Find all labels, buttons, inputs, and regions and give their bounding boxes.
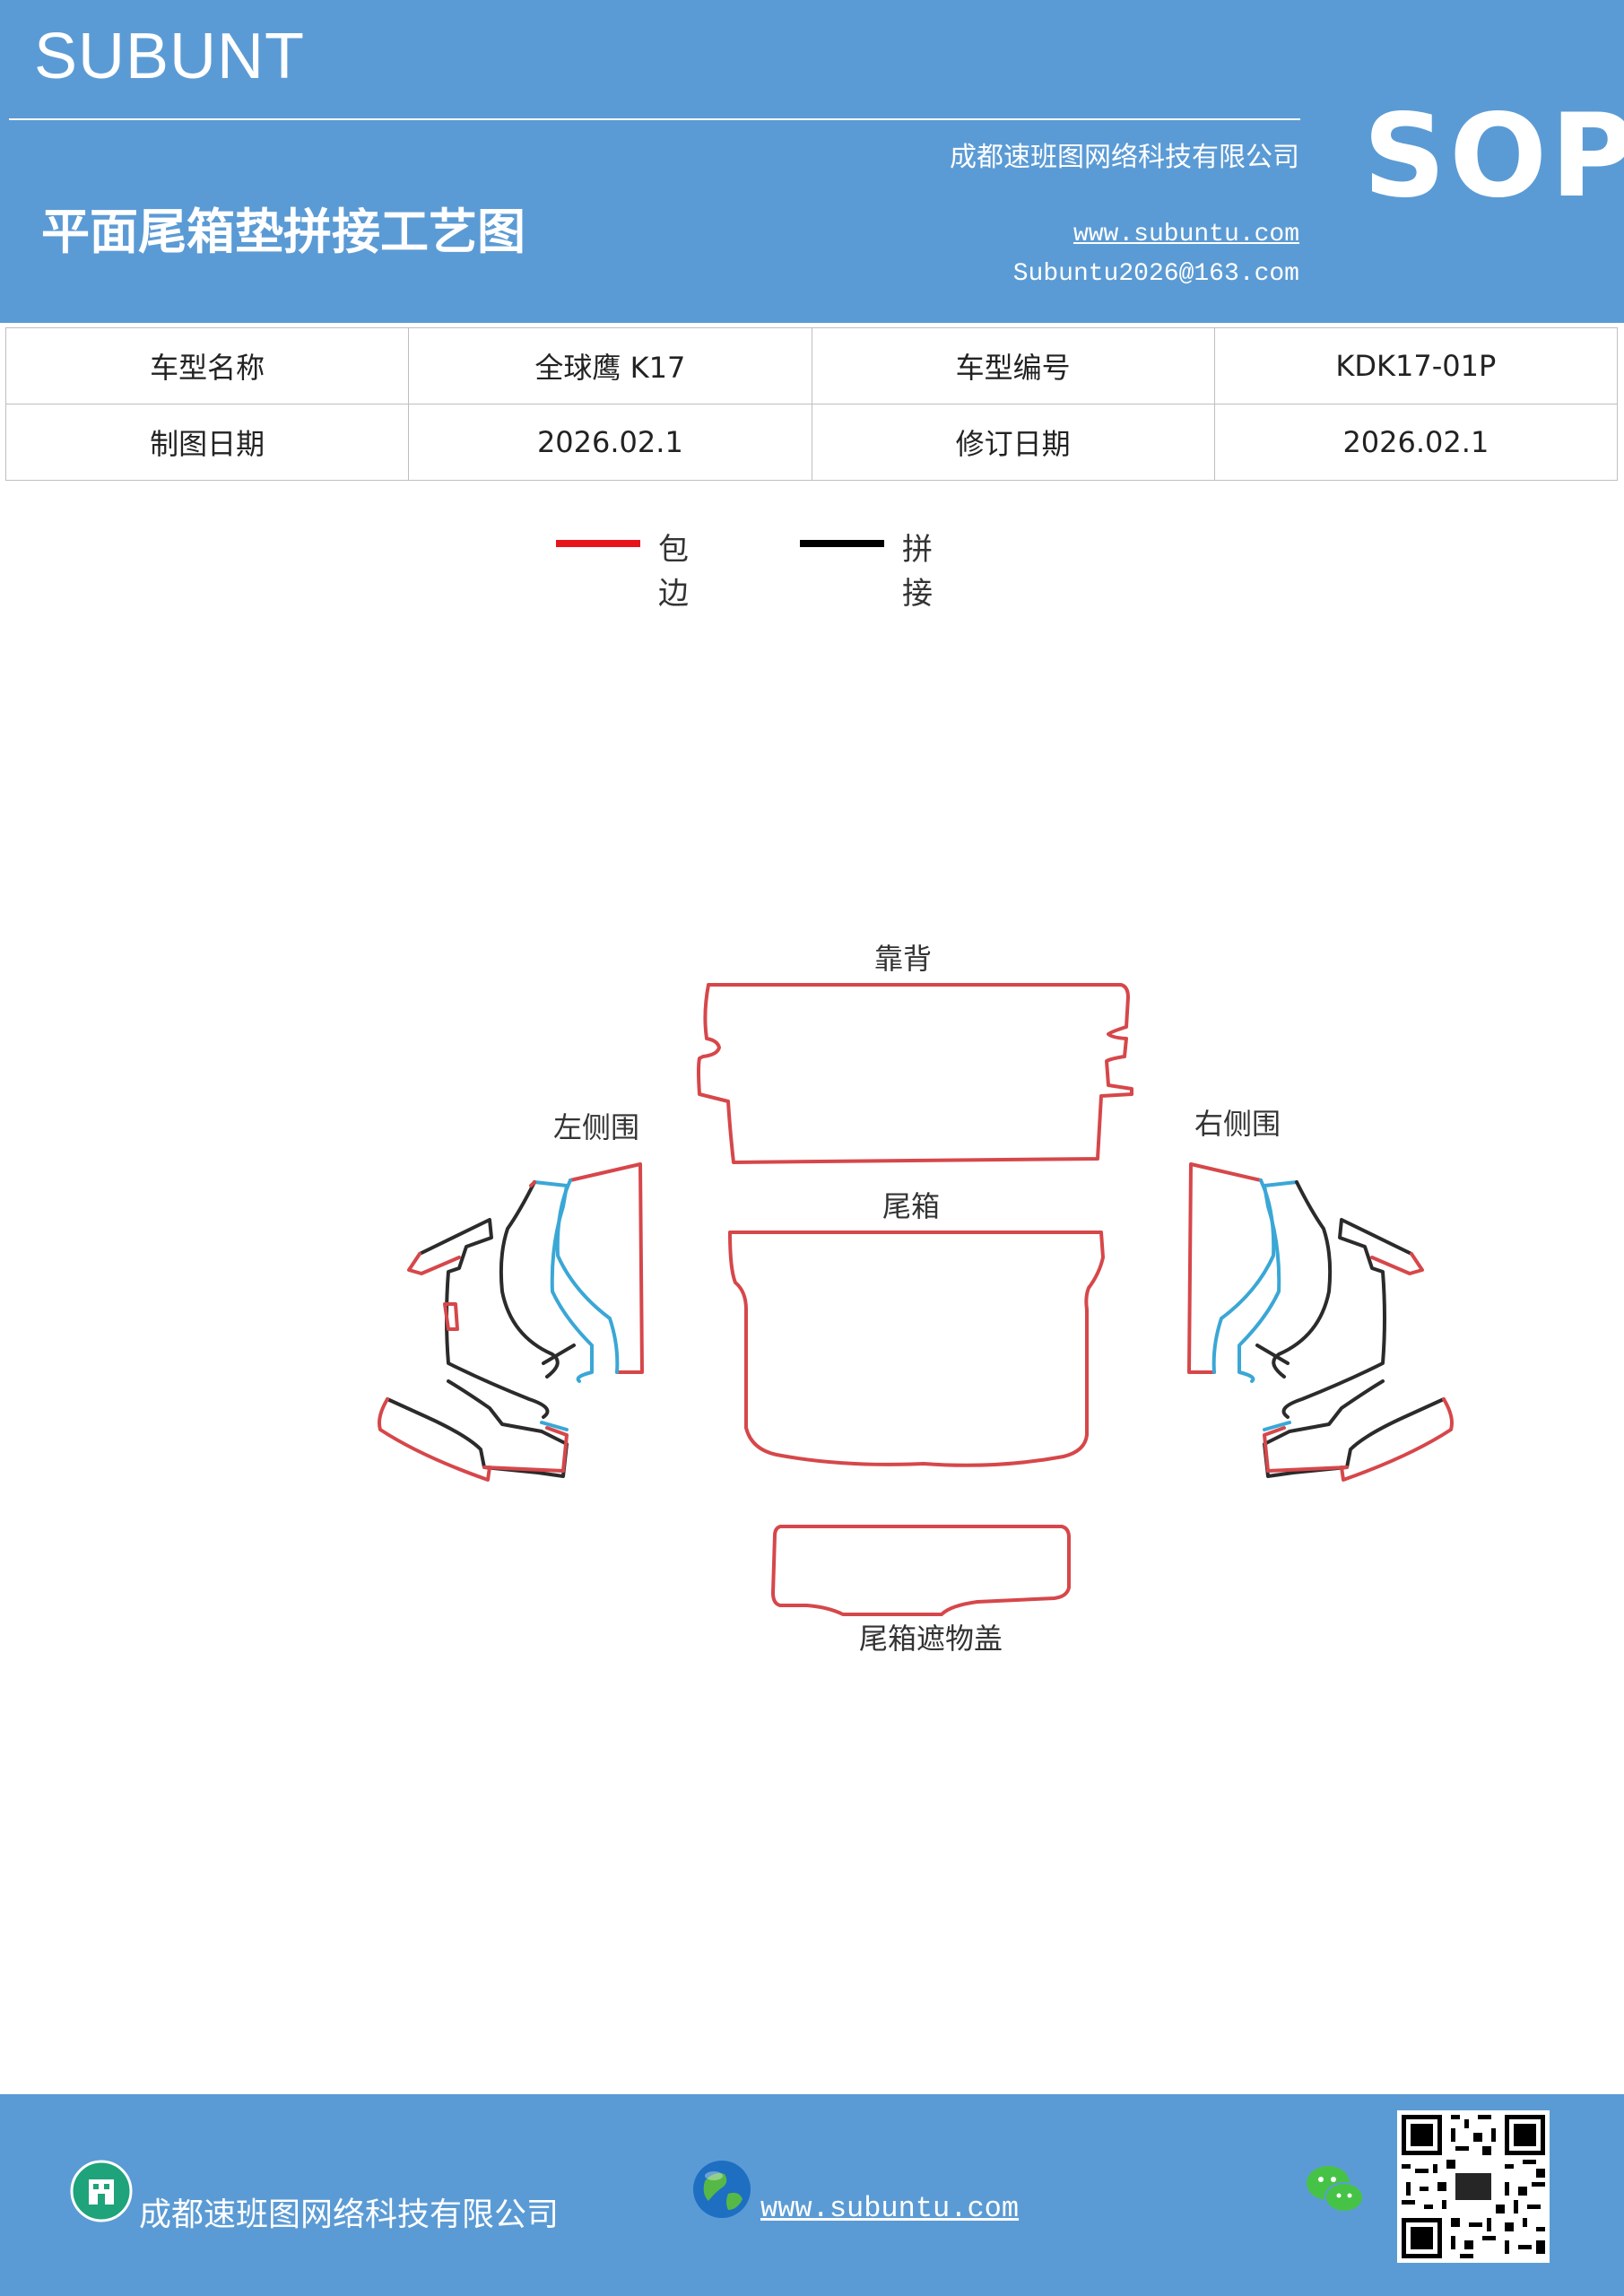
vehicle-info-table: 车型名称 全球鹰 K17 车型编号 KDK17-01P 制图日期 2026.02…: [4, 327, 1619, 481]
table-row: 车型名称 全球鹰 K17 车型编号 KDK17-01P: [4, 327, 1619, 404]
legend-swatch-black: [800, 540, 884, 547]
label-left-side: 左侧围: [553, 1110, 639, 1144]
legend-swatch-red: [556, 540, 640, 547]
sop-badge: SOP: [1363, 90, 1624, 223]
left-side-panel: [378, 1162, 644, 1482]
website-link[interactable]: www.subuntu.com: [1073, 221, 1299, 248]
building-icon: [70, 2160, 133, 2222]
qr-code: [1397, 2110, 1550, 2263]
backrest-panel: [697, 983, 1133, 1164]
footer-website-link[interactable]: www.subuntu.com: [760, 2192, 1020, 2225]
table-cell: 2026.02.1: [408, 404, 812, 481]
label-trunk: 尾箱: [882, 1189, 940, 1223]
trunk-panel: [728, 1231, 1105, 1467]
header-banner: SUBUNT 成都速班图网络科技有限公司 SOP 平面尾箱垫拼接工艺图 www.…: [0, 0, 1624, 323]
label-backrest: 靠背: [874, 942, 932, 976]
footer-company-name: 成都速班图网络科技有限公司: [139, 2196, 560, 2233]
label-cover: 尾箱遮物盖: [859, 1622, 1003, 1656]
cover-panel: [771, 1525, 1071, 1616]
brand-name: SUBUNT: [34, 21, 306, 92]
globe-icon: [693, 2161, 751, 2218]
legend-label: 拼接: [902, 532, 933, 612]
table-cell: 全球鹰 K17: [408, 327, 812, 404]
table-cell: KDK17-01P: [1213, 327, 1619, 404]
table-row: 制图日期 2026.02.1 修订日期 2026.02.1: [4, 404, 1619, 481]
legend-label: 包边: [658, 532, 689, 612]
table-cell: 车型名称: [4, 327, 410, 404]
qr-code-pattern: [1402, 2115, 1545, 2258]
table-cell: 修订日期: [811, 404, 1215, 481]
label-right-side: 右侧围: [1194, 1107, 1281, 1141]
right-side-panel: [1187, 1162, 1454, 1482]
table-cell: 2026.02.1: [1213, 404, 1619, 481]
table-cell: 制图日期: [4, 404, 410, 481]
document-title: 平面尾箱垫拼接工艺图: [41, 203, 525, 260]
header-divider: [9, 118, 1300, 120]
table-cell: 车型编号: [811, 327, 1215, 404]
email-address: Subuntu2026@163.com: [1012, 260, 1299, 288]
company-name: 成都速班图网络科技有限公司: [950, 142, 1299, 173]
wechat-icon[interactable]: [1304, 2161, 1367, 2217]
